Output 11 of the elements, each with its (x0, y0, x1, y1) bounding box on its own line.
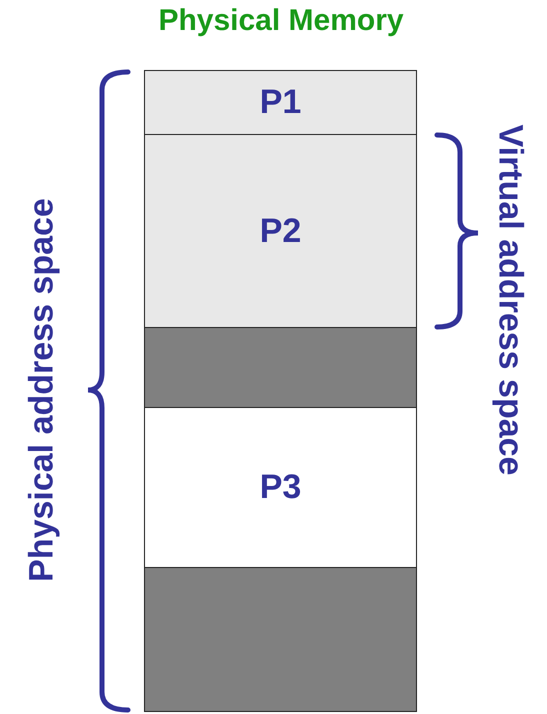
memory-segment (144, 70, 417, 135)
memory-segment (144, 407, 417, 568)
title: Physical Memory (157, 4, 405, 38)
segment-label: P3 (260, 468, 302, 507)
occupied-memory-block (144, 327, 417, 408)
physical-address-space-label: Physical address space (22, 198, 62, 582)
segment-label: P1 (260, 83, 302, 122)
segment-label: P2 (260, 212, 302, 250)
virtual-address-space-label: Virtual address space (490, 124, 530, 476)
occupied-memory-block (144, 567, 417, 712)
memory-segment (144, 134, 417, 328)
